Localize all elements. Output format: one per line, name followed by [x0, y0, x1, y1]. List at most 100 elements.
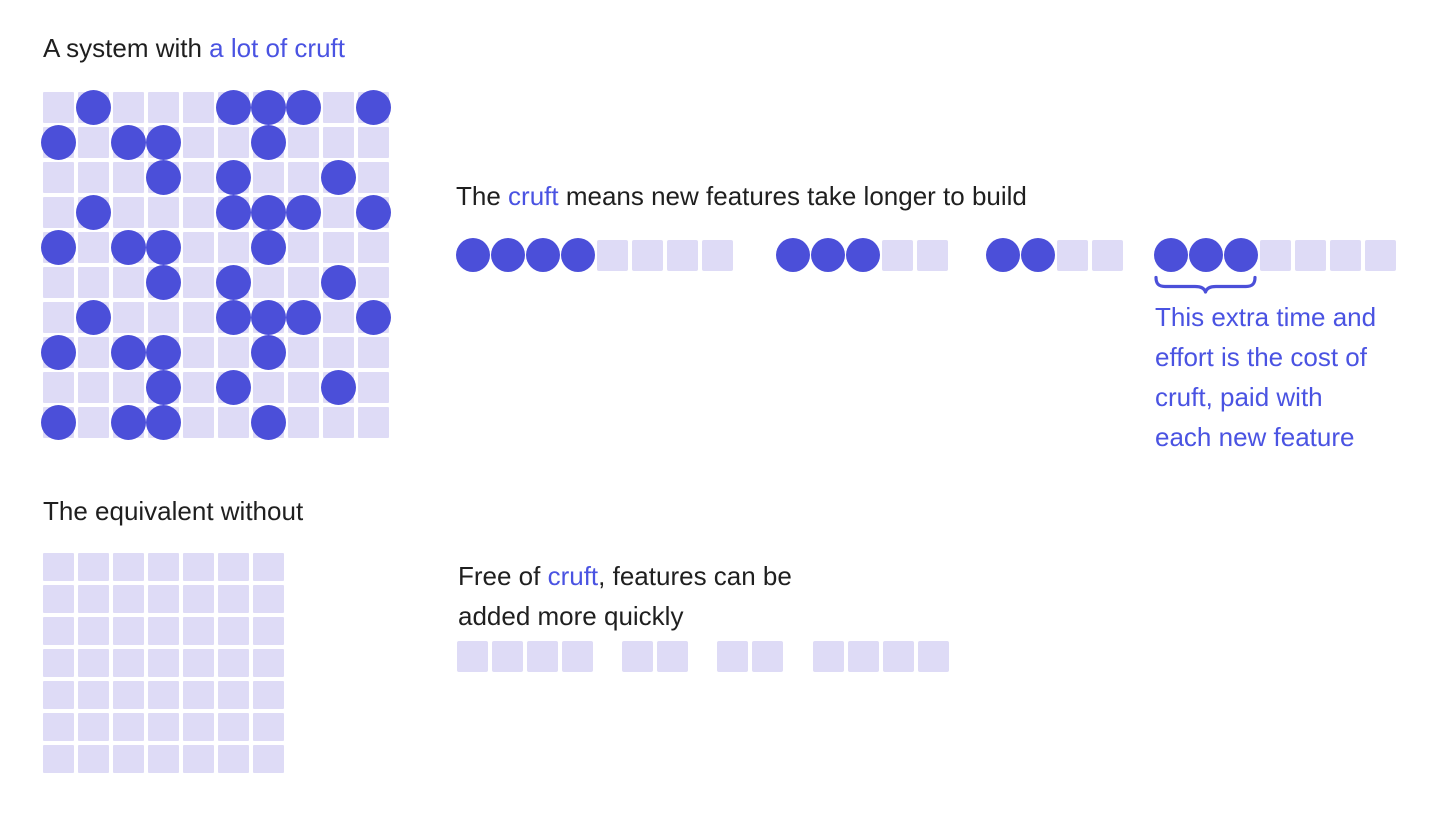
clean-grid: [43, 553, 284, 773]
grid-cell: [218, 649, 249, 677]
grid-cell: [43, 553, 74, 581]
cruft-grid: [41, 90, 391, 440]
grid-cell: [286, 90, 321, 125]
grid-cell: [113, 585, 144, 613]
grid-cell: [253, 162, 284, 193]
feature-time-unit: [457, 640, 488, 672]
grid-cell: [113, 681, 144, 709]
grid-cell: [148, 745, 179, 773]
cruft-time-unit: [560, 238, 595, 272]
grid-cell: [113, 553, 144, 581]
feature-bar-clean-4: [813, 639, 949, 673]
grid-cell: [43, 617, 74, 645]
grid-cell: [216, 370, 251, 405]
cruft-dot: [41, 405, 76, 440]
grid-cell: [288, 407, 319, 438]
grid-cell: [183, 267, 214, 298]
feature-time-unit: [917, 239, 948, 271]
grid-cell: [358, 372, 389, 403]
feature-bar-cruft-3: [985, 238, 1123, 272]
cruft-dot: [356, 90, 391, 125]
grid-cell: [288, 232, 319, 263]
grid-cell: [78, 649, 109, 677]
grid-cell: [356, 300, 391, 335]
grid-cell: [41, 125, 76, 160]
feature-time-unit: [848, 640, 879, 672]
grid-cell: [218, 127, 249, 158]
grid-cell: [113, 745, 144, 773]
cruft-dot: [251, 125, 286, 160]
feature-time-unit: [918, 640, 949, 672]
grid-cell: [251, 405, 286, 440]
grid-cell: [78, 617, 109, 645]
grid-cell: [148, 197, 179, 228]
grid-cell: [358, 337, 389, 368]
cruft-dot: [41, 335, 76, 370]
grid-cell: [253, 585, 284, 613]
grid-cell: [183, 337, 214, 368]
grid-cell: [41, 405, 76, 440]
grid-cell: [288, 162, 319, 193]
grid-cell: [146, 125, 181, 160]
feature-time-unit: [813, 640, 844, 672]
grid-cell: [286, 300, 321, 335]
cruft-dot: [216, 265, 251, 300]
grid-cell: [113, 649, 144, 677]
grid-cell: [111, 405, 146, 440]
grid-cell: [41, 230, 76, 265]
cruft-dot: [146, 265, 181, 300]
feature-time-unit: [702, 239, 733, 271]
grid-cell: [356, 195, 391, 230]
grid-cell: [251, 125, 286, 160]
grid-cell: [218, 553, 249, 581]
grid-cell: [78, 127, 109, 158]
cruft-cost-heading-prefix: The: [456, 181, 509, 211]
cruft-dot: [111, 405, 146, 440]
cruft-dot: [146, 370, 181, 405]
grid-cell: [43, 267, 74, 298]
cruft-time-unit: [1020, 238, 1055, 272]
grid-cell: [78, 407, 109, 438]
grid-cell: [183, 372, 214, 403]
grid-cell: [43, 649, 74, 677]
clean-features-heading-line1: Free of cruft, features can be: [458, 556, 792, 596]
grid-cell: [43, 585, 74, 613]
clean-system-heading: The equivalent without: [43, 496, 304, 526]
grid-cell: [253, 267, 284, 298]
grid-cell: [113, 92, 144, 123]
cost-annotation-line: This extra time and: [1155, 302, 1377, 332]
cruft-dot: [146, 160, 181, 195]
grid-cell: [358, 127, 389, 158]
grid-cell: [148, 553, 179, 581]
grid-cell: [148, 649, 179, 677]
cruft-cost-heading-suffix: means new features take longer to build: [558, 181, 1027, 211]
grid-cell: [183, 617, 214, 645]
feature-time-unit: [492, 640, 523, 672]
grid-cell: [78, 553, 109, 581]
grid-cell: [251, 195, 286, 230]
grid-cell: [76, 300, 111, 335]
grid-cell: [76, 90, 111, 125]
cruft-dot: [251, 300, 286, 335]
cruft-dot: [251, 90, 286, 125]
grid-cell: [253, 372, 284, 403]
cruft-dot: [111, 125, 146, 160]
grid-cell: [323, 92, 354, 123]
grid-cell: [216, 90, 251, 125]
grid-cell: [146, 370, 181, 405]
grid-cell: [78, 713, 109, 741]
grid-cell: [78, 232, 109, 263]
grid-cell: [288, 127, 319, 158]
grid-cell: [146, 265, 181, 300]
cruft-time-unit: [1188, 238, 1223, 272]
cruft-cost-heading-highlight: cruft: [508, 181, 559, 211]
grid-cell: [43, 372, 74, 403]
grid-cell: [251, 300, 286, 335]
grid-cell: [323, 197, 354, 228]
grid-cell: [218, 337, 249, 368]
grid-cell: [358, 162, 389, 193]
feature-bar-clean-1: [457, 639, 593, 673]
cruft-dot: [286, 195, 321, 230]
grid-cell: [78, 745, 109, 773]
